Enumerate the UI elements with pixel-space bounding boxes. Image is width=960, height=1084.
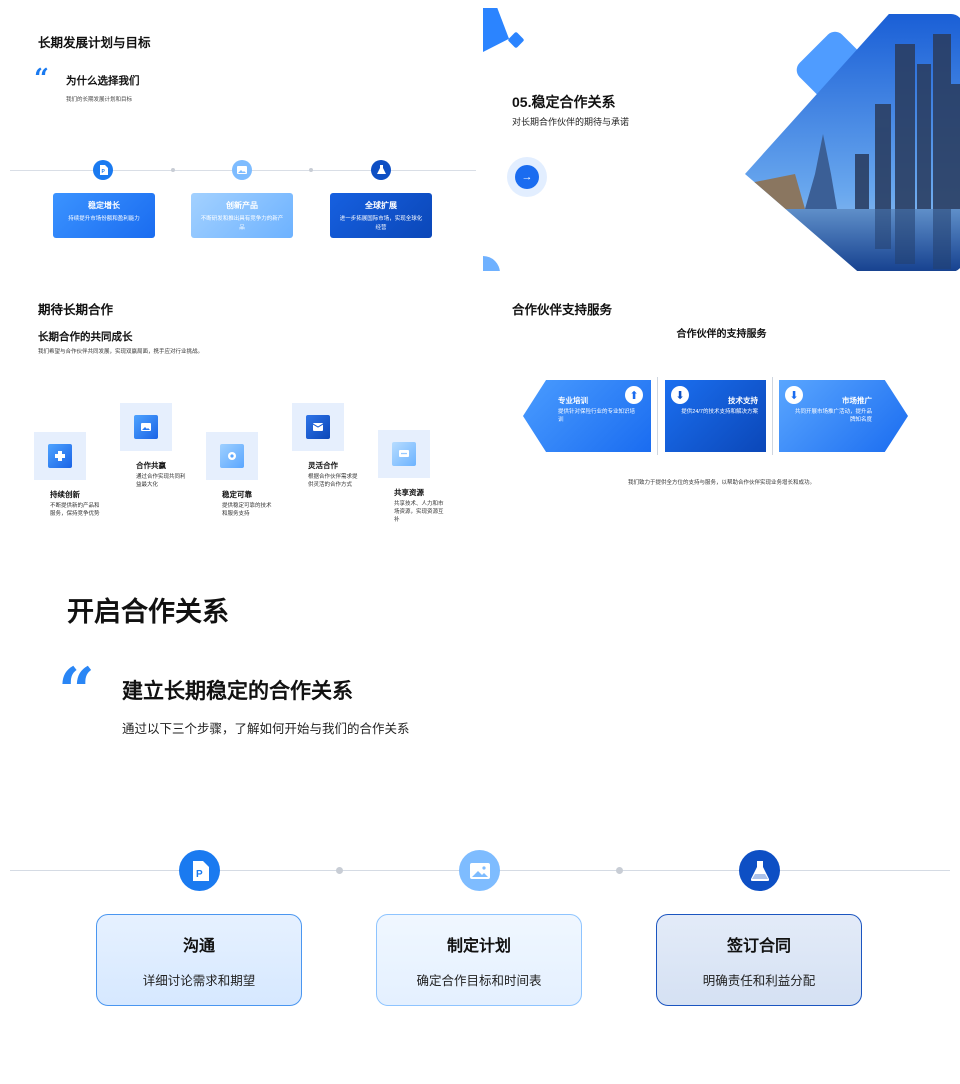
arrow-glyph: → xyxy=(521,171,533,183)
slide4-title: 合作伙伴支持服务 xyxy=(512,303,613,317)
service-desc: 提供针对保险行业的专业知识培训 xyxy=(558,409,636,423)
timeline-dot xyxy=(336,867,343,874)
corner-shape xyxy=(483,8,509,52)
image-icon xyxy=(459,850,500,891)
slide-long-term-cooperation: 期待长期合作 长期合作的共同成长 我们希望与合作伙伴共同发展，实现双赢局面，携手… xyxy=(0,287,480,545)
card-desc: 进一步拓展国际市场，实现全球化经营 xyxy=(339,216,423,231)
item-desc: 通过合作实现共同利益最大化 xyxy=(136,474,186,488)
step-card-communicate: 沟通 详细讨论需求和期望 xyxy=(96,914,302,1006)
timeline-dot xyxy=(171,168,175,172)
slide2-title: 05.稳定合作关系 xyxy=(512,94,616,110)
slide3-desc: 我们希望与合作伙伴共同发展，实现双赢局面，携手应对行业挑战。 xyxy=(38,349,204,355)
item-square xyxy=(292,403,344,451)
separator xyxy=(772,377,773,455)
step-title: 沟通 xyxy=(182,938,215,955)
slide1-quote-sub: 我们的长期发展计划和目标 xyxy=(66,97,133,103)
corner-quarter xyxy=(483,256,500,271)
timeline-dot xyxy=(309,168,313,172)
service-desc: 提供24/7的技术支持和解决方案 xyxy=(681,409,758,415)
plan-card-stable-growth: 稳定增长 持续提升市场份额和盈利能力 xyxy=(53,193,155,238)
arrow-down-icon: ⬇ xyxy=(671,386,689,404)
image-icon xyxy=(134,415,158,439)
step-desc: 明确责任和利益分配 xyxy=(702,974,816,988)
quote-mark-icon: “ xyxy=(58,654,95,729)
arrow-down-icon: ⬇ xyxy=(785,386,803,404)
service-desc: 共同开展市场推广活动，提升品牌知名度 xyxy=(794,409,872,423)
card-title: 稳定增长 xyxy=(88,201,120,210)
document-icon: P xyxy=(179,850,220,891)
image-icon xyxy=(232,160,252,180)
slide5-quote-title: 建立长期稳定的合作关系 xyxy=(122,680,353,703)
slide3-subtitle: 长期合作的共同成长 xyxy=(38,331,133,343)
item-title: 稳定可靠 xyxy=(222,490,252,499)
quote-mark-icon: “ xyxy=(34,64,49,94)
slide1-title: 长期发展计划与目标 xyxy=(38,36,151,50)
chat-icon xyxy=(392,442,416,466)
slide4-footer: 我们致力于提供全方位的支持与服务，以帮助合作伙伴实现业务增长和成功。 xyxy=(627,480,815,486)
step-card-sign-contract: 签订合同 明确责任和利益分配 xyxy=(656,914,862,1006)
icon-glyph: ⬆ xyxy=(629,389,639,402)
slide3-title: 期待长期合作 xyxy=(38,303,114,317)
item-desc: 不断提供新的产品和服务，保持竞争优势 xyxy=(50,503,100,517)
item-title: 灵活合作 xyxy=(308,461,338,470)
item-square xyxy=(206,432,258,480)
plan-card-innovation: 创新产品 不断研发和推出具有竞争力的新产品 xyxy=(191,193,293,238)
service-professional-training: 专业培训 提供针对保险行业的专业知识培训 ⬆ xyxy=(523,380,651,452)
flask-icon xyxy=(739,850,780,891)
step-card-plan: 制定计划 确定合作目标和时间表 xyxy=(376,914,582,1006)
gear-icon xyxy=(220,444,244,468)
slide-long-term-plan: 长期发展计划与目标 “ 为什么选择我们 我们的长期发展计划和目标 P 稳定增长 … xyxy=(0,0,480,271)
service-title: 市场推广 xyxy=(842,396,872,405)
svg-text:P: P xyxy=(196,869,203,880)
service-technical-support: 技术支持 提供24/7的技术支持和解决方案 ⬇ xyxy=(665,380,766,452)
item-title: 共享资源 xyxy=(394,488,424,497)
card-title: 创新产品 xyxy=(226,201,258,210)
step-title: 签订合同 xyxy=(726,938,791,955)
svg-text:P: P xyxy=(101,169,105,175)
service-market-promotion: 市场推广 共同开展市场推广活动，提升品牌知名度 ⬇ xyxy=(779,380,908,452)
item-square xyxy=(120,403,172,451)
document-icon: P xyxy=(93,160,113,180)
separator xyxy=(657,377,658,455)
slide5-title: 开启合作关系 xyxy=(67,597,229,627)
step-desc: 确定合作目标和时间表 xyxy=(416,974,542,988)
item-desc: 根据合作伙伴需求提供灵活的合作方式 xyxy=(308,474,358,488)
next-button[interactable]: → xyxy=(507,157,547,197)
plan-card-global: 全球扩展 进一步拓展国际市场，实现全球化经营 xyxy=(330,193,432,238)
service-title: 技术支持 xyxy=(728,396,758,405)
slide1-quote-title: 为什么选择我们 xyxy=(66,75,140,87)
item-desc: 提供稳定可靠的技术和服务支持 xyxy=(222,503,272,517)
slide4-subtitle: 合作伙伴的支持服务 xyxy=(676,329,767,340)
arrow-right-icon: → xyxy=(515,165,539,189)
puzzle-icon xyxy=(48,444,72,468)
item-square xyxy=(378,430,430,478)
card-desc: 持续提升市场份额和盈利能力 xyxy=(68,216,140,222)
item-desc: 共享技术、人力和市场资源，实现资源互补 xyxy=(394,501,444,523)
card-desc: 不断研发和推出具有竞争力的新产品 xyxy=(200,216,284,231)
service-title: 专业培训 xyxy=(558,396,588,405)
item-square xyxy=(34,432,86,480)
mail-icon xyxy=(306,415,330,439)
timeline-dot xyxy=(616,867,623,874)
item-title: 合作共赢 xyxy=(136,461,166,470)
card-title: 全球扩展 xyxy=(365,201,397,210)
slide2-subtitle: 对长期合作伙伴的期待与承诺 xyxy=(512,117,630,127)
arrow-up-icon: ⬆ xyxy=(625,386,643,404)
item-title: 持续创新 xyxy=(50,490,80,499)
corner-diamond xyxy=(507,31,525,49)
slide5-quote-sub: 通过以下三个步骤，了解如何开始与我们的合作关系 xyxy=(122,722,410,736)
flask-icon xyxy=(371,160,391,180)
step-title: 制定计划 xyxy=(446,938,511,955)
step-desc: 详细讨论需求和期望 xyxy=(142,974,256,988)
slide-stable-partnership: 05.稳定合作关系 对长期合作伙伴的期待与承诺 → xyxy=(483,0,960,271)
icon-glyph: ⬇ xyxy=(789,389,799,402)
icon-glyph: ⬇ xyxy=(675,389,685,402)
